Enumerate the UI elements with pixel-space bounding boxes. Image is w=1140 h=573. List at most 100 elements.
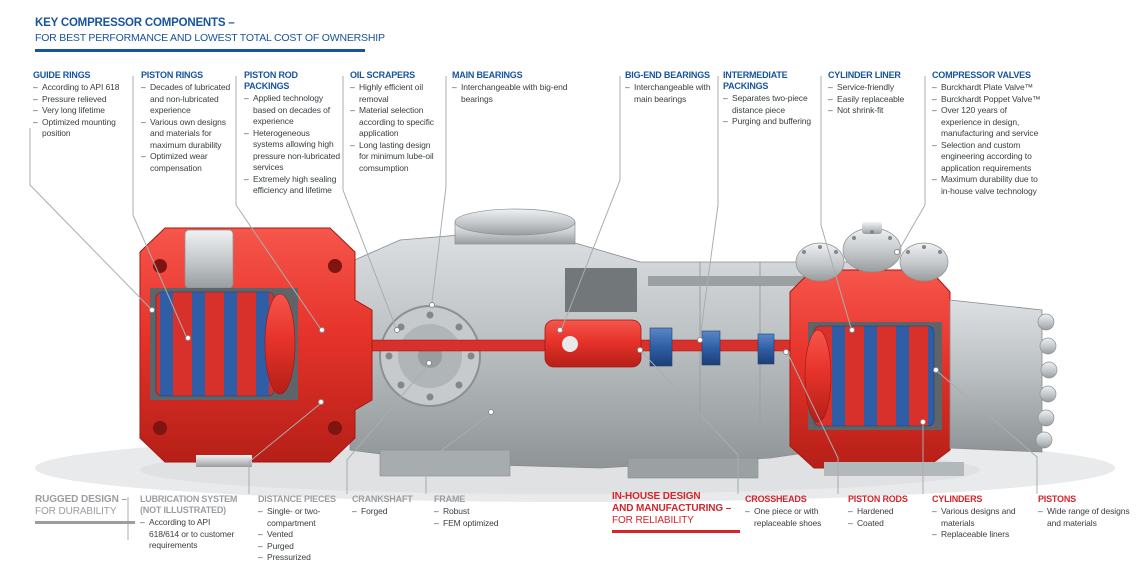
bullet-item: Purged [258, 541, 344, 553]
bullet-item: Service-friendly [828, 82, 920, 94]
bullet-item: Applied technology based on decades of e… [244, 93, 340, 128]
label-bullets: Forged [352, 506, 424, 518]
bullet-item: Robust [434, 506, 526, 518]
bullet-item: Replaceable liners [932, 529, 1024, 541]
bullet-item: Vented [258, 529, 344, 541]
label-bullets: Applied technology based on decades of e… [244, 93, 340, 197]
bullet-item: Pressurized [258, 552, 344, 564]
leader-lines [29, 76, 1038, 540]
label-bullets: Interchangeable with main bearings [625, 82, 725, 105]
label-title: GUIDE RINGS [33, 70, 91, 80]
label-title: PISTON RODS [848, 494, 908, 504]
leader-targets [149, 249, 939, 425]
label-bullets: HardenedCoated [848, 506, 924, 529]
left-cylinder-block [139, 227, 373, 467]
slogan-inhouse-design: IN-HOUSE DESIGN AND MANUFACTURING – FOR … [612, 491, 740, 533]
bullet-item: Over 120 years of experience in design, … [932, 105, 1044, 140]
label-cylinders: CYLINDERS Various designs and materialsRe… [932, 494, 1024, 541]
bullet-item: Not shrink-fit [828, 105, 920, 117]
bullet-item: Various own designs and materials for ma… [141, 117, 233, 152]
label-cylinder-liner: CYLINDER LINER Service-friendlyEasily rep… [828, 70, 920, 117]
label-title: CROSSHEADS [745, 494, 807, 504]
label-oil-scrapers: OIL SCRAPERS Highly efficient oil removal… [350, 70, 442, 174]
label-title: DISTANCE PIECES [258, 494, 336, 504]
rod-crosshead [249, 315, 851, 377]
label-title: INTERMEDIATE PACKINGS [723, 70, 788, 91]
label-title: CRANKSHAFT [352, 494, 413, 504]
bullet-item: Extremely high sealing efficiency and li… [244, 174, 340, 197]
label-bullets: Wide range of designs and materials [1038, 506, 1134, 529]
label-bullets: Highly efficient oil removalMaterial sel… [350, 82, 442, 174]
title-underline [35, 49, 365, 52]
label-title: OIL SCRAPERS [350, 70, 415, 80]
bullet-item: Burckhardt Poppet Valve™ [932, 94, 1044, 106]
label-bullets: According to API 618/614 or to customer … [140, 517, 242, 552]
label-piston-rod-packings: PISTON ROD PACKINGSApplied technology ba… [244, 70, 340, 197]
label-compressor-valves: COMPRESSOR VALVES Burckhardt Plate Valve™… [932, 70, 1044, 197]
label-bullets: Service-friendlyEasily replaceableNot sh… [828, 82, 920, 117]
bullet-item: Long lasting design for minimum lube-oil… [350, 140, 442, 175]
label-title: CYLINDERS [932, 494, 983, 504]
bullet-item: Heterogeneous systems allowing high pres… [244, 128, 340, 174]
slogan-inhouse-line1: IN-HOUSE DESIGN [612, 491, 701, 502]
bullet-item: Forged [352, 506, 424, 518]
bullet-item: Interchangeable with big-end bearings [452, 82, 572, 105]
label-title: MAIN BEARINGS [452, 70, 523, 80]
label-bullets: Burckhardt Plate Valve™Burckhardt Poppet… [932, 82, 1044, 197]
bullet-item: Single- or two-compartment [258, 506, 344, 529]
bullet-item: Interchangeable with main bearings [625, 82, 725, 105]
label-title: PISTON RINGS [141, 70, 203, 80]
label-pistons: PISTONS Wide range of designs and materia… [1038, 494, 1134, 529]
bullet-item: Purging and buffering [723, 116, 813, 128]
label-title: CYLINDER LINER [828, 70, 901, 80]
slogan-rugged-line1: RUGGED DESIGN – [35, 494, 127, 505]
label-bullets: Interchangeable with big-end bearings [452, 82, 572, 105]
label-frame: FRAME RobustFEM optimized [434, 494, 526, 529]
label-lubrication-system: LUBRICATION SYSTEM (NOT ILLUSTRATED)Acco… [140, 494, 242, 552]
label-piston-rings: PISTON RINGS Decades of lubricated and no… [141, 70, 233, 174]
page-title-line2: FOR BEST PERFORMANCE AND LOWEST TOTAL CO… [35, 32, 385, 44]
slogan-inhouse-line2: AND MANUFACTURING – [612, 503, 732, 514]
label-bullets: Decades of lubricated and non-lubricated… [141, 82, 233, 174]
label-distance-pieces: DISTANCE PIECES Single- or two-compartmen… [258, 494, 344, 564]
label-piston-rods: PISTON RODS HardenedCoated [848, 494, 924, 529]
bullet-item: Pressure relieved [33, 94, 129, 106]
right-cylinder-block [789, 222, 1058, 476]
label-bullets: RobustFEM optimized [434, 506, 526, 529]
slogan-rugged-design: RUGGED DESIGN – FOR DURABILITY [35, 494, 135, 524]
bullet-item: Optimized mounting position [33, 117, 129, 140]
bullet-item: Highly efficient oil removal [350, 82, 442, 105]
label-intermediate-packings: INTERMEDIATE PACKINGSSeparates two-piece… [723, 70, 813, 128]
bullet-item: Burckhardt Plate Valve™ [932, 82, 1044, 94]
bullet-item: Maximum durability due to in-house valve… [932, 174, 1044, 197]
bullet-item: Various designs and materials [932, 506, 1024, 529]
page-title-line1: KEY COMPRESSOR COMPONENTS – [35, 17, 235, 29]
label-title: PISTONS [1038, 494, 1076, 504]
bullet-item: Separates two-piece distance piece [723, 93, 813, 116]
bullet-item: Hardened [848, 506, 924, 518]
label-guide-rings: GUIDE RINGS According to API 618Pressure … [33, 70, 129, 140]
label-title: COMPRESSOR VALVES [932, 70, 1031, 80]
label-crankshaft: CRANKSHAFT Forged [352, 494, 424, 518]
bullet-item: Selection and custom engineering accordi… [932, 140, 1044, 175]
slogan-inhouse-underline [612, 530, 740, 533]
slogan-rugged-underline [35, 521, 135, 524]
bullet-item: Decades of lubricated and non-lubricated… [141, 82, 233, 117]
bullet-item: According to API 618 [33, 82, 129, 94]
page-title: KEY COMPRESSOR COMPONENTS – FOR BEST PER… [35, 16, 395, 52]
slogan-inhouse-line3: FOR RELIABILITY [612, 515, 694, 526]
label-main-bearings: MAIN BEARINGS Interchangeable with big-en… [452, 70, 572, 105]
label-title: FRAME [434, 494, 465, 504]
bullet-item: One piece or with replaceable shoes [745, 506, 837, 529]
label-bullets: Separates two-piece distance piecePurgin… [723, 93, 813, 128]
bullet-item: FEM optimized [434, 518, 526, 530]
label-title: PISTON ROD PACKINGS [244, 70, 298, 91]
bullet-item: Optimized wear compensation [141, 151, 233, 174]
label-title: BIG-END BEARINGS [625, 70, 710, 80]
bullet-item: Easily replaceable [828, 94, 920, 106]
label-bullets: According to API 618Pressure relievedVer… [33, 82, 129, 140]
label-bullets: One piece or with replaceable shoes [745, 506, 837, 529]
bullet-item: Wide range of designs and materials [1038, 506, 1134, 529]
